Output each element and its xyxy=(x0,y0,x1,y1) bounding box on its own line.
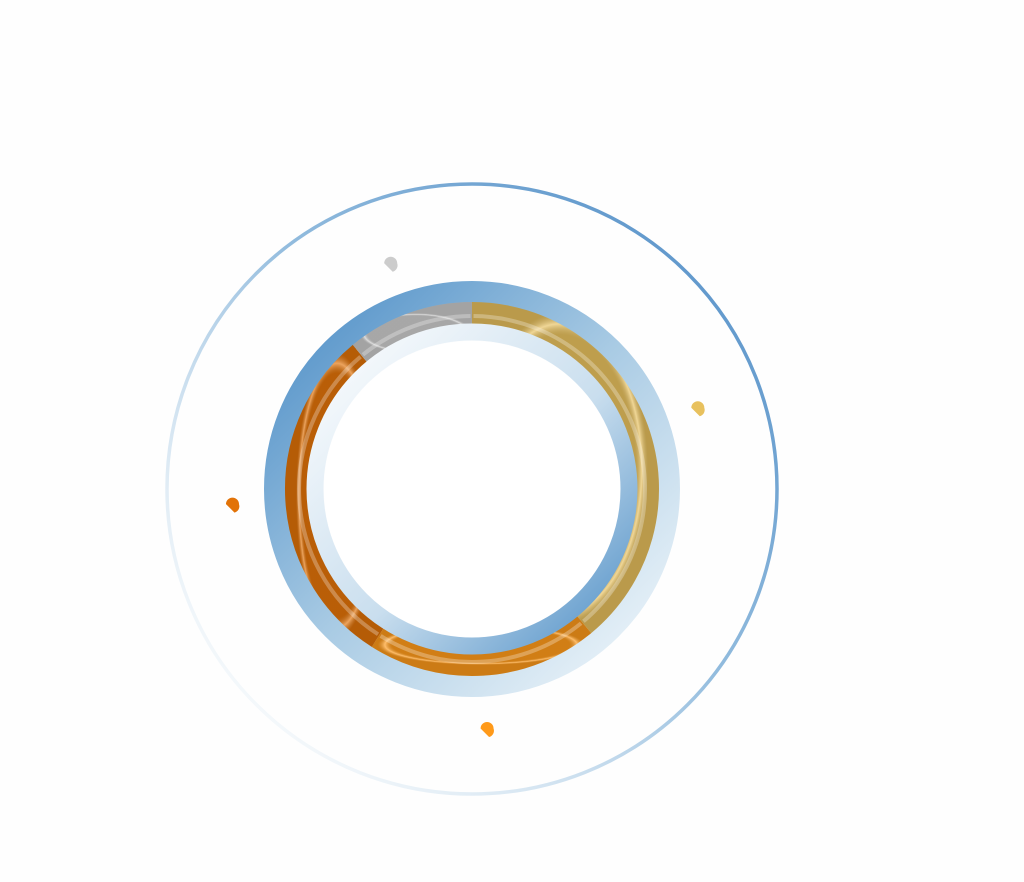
donut-slice-highlight-2 xyxy=(379,621,583,665)
slice-marker-3 xyxy=(225,497,240,513)
segment-markers xyxy=(225,256,705,738)
outer-ring xyxy=(165,182,779,796)
slice-marker-4 xyxy=(384,256,398,272)
donut-slice-highlight-1 xyxy=(473,314,647,623)
donut-slice-shine-2 xyxy=(371,616,592,676)
slice-marker-2 xyxy=(480,722,494,738)
donut-slice-shine-3 xyxy=(285,344,384,647)
donut-slice-highlight-4 xyxy=(361,314,471,357)
donut-segments xyxy=(285,302,659,676)
donut-center xyxy=(324,341,620,637)
donut-slice-shine-1 xyxy=(471,302,659,634)
donut-slice-shine-4 xyxy=(352,302,473,362)
donut-slice-highlight-3 xyxy=(297,355,380,636)
slice-marker-1 xyxy=(691,401,705,417)
blue-band xyxy=(264,281,680,697)
inner-band xyxy=(306,323,638,655)
